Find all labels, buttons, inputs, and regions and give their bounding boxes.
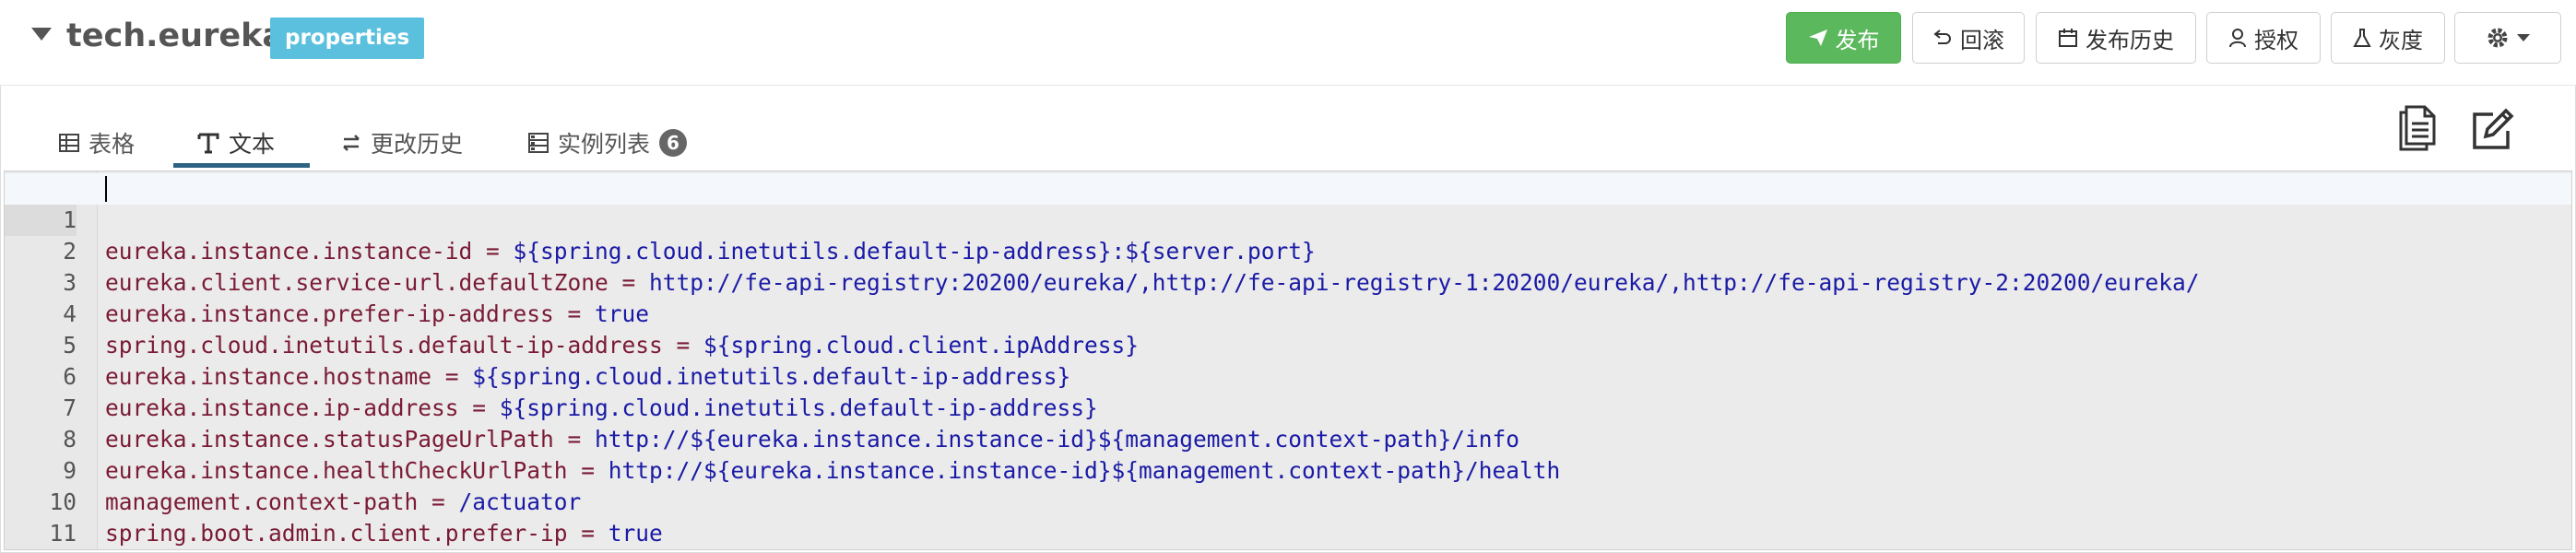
- list-icon: [528, 133, 549, 153]
- rollback-button[interactable]: 回滚: [1912, 12, 2025, 64]
- caret-down-icon: [2517, 34, 2530, 41]
- release-history-label: 发布历史: [2086, 27, 2174, 53]
- line-number: 7: [63, 394, 77, 421]
- property-key: eureka.instance.ip-address: [105, 394, 459, 421]
- line-number: 1: [5, 205, 77, 236]
- text-icon: [197, 133, 219, 154]
- property-key: eureka.instance.statusPageUrlPath: [105, 426, 554, 453]
- namespace-title: tech.eureka: [66, 18, 284, 54]
- line-number: 3: [63, 269, 77, 296]
- gray-release-button[interactable]: 灰度: [2331, 12, 2445, 64]
- authorize-label: 授权: [2254, 27, 2298, 53]
- property-key: eureka.instance.prefer-ip-address: [105, 300, 554, 327]
- collapse-caret-icon[interactable]: [31, 28, 52, 41]
- format-badge: properties: [270, 18, 425, 59]
- line-number: 10: [49, 488, 77, 515]
- line-number: 8: [63, 426, 77, 453]
- property-key: management.context-path: [105, 488, 419, 515]
- property-value: true: [595, 300, 650, 327]
- tab-table[interactable]: 表格: [59, 124, 135, 161]
- line-number: 5: [63, 332, 77, 359]
- gear-icon: [2487, 28, 2508, 48]
- send-icon: [1808, 29, 1827, 46]
- calendar-icon: [2059, 29, 2077, 47]
- publish-label: 发布: [1835, 27, 1880, 53]
- property-key: spring.cloud.inetutils.default-ip-addres…: [105, 332, 663, 359]
- property-value: /actuator: [458, 488, 582, 515]
- property-key: eureka.instance.healthCheckUrlPath: [105, 457, 568, 484]
- tab-text[interactable]: 文本: [197, 124, 275, 161]
- property-key: spring.boot.admin.client.prefer-ip: [105, 520, 568, 547]
- rollback-label: 回滚: [1960, 27, 2004, 53]
- instance-count-badge: 6: [659, 129, 688, 157]
- flask-icon: [2353, 29, 2371, 47]
- editor-line[interactable]: 11 management.security.enabled = false: [5, 487, 2571, 547]
- user-icon: [2229, 29, 2246, 48]
- editor-line[interactable]: 8 eureka.instance.healthCheckUrlPath = h…: [5, 393, 2571, 484]
- property-value: ${spring.cloud.inetutils.default-ip-addr…: [472, 363, 1071, 390]
- editor-line[interactable]: 6 eureka.instance.ip-address = ${spring.…: [5, 330, 2571, 421]
- editor-line[interactable]: 4 spring.cloud.inetutils.default-ip-addr…: [5, 267, 2571, 359]
- copy-icon[interactable]: [2395, 105, 2440, 153]
- namespace-header: tech.eureka properties 发布 回滚 发布历史 授权: [0, 0, 2576, 86]
- line-number: 2: [63, 238, 77, 265]
- rollback-icon: [1933, 29, 1951, 44]
- editor-line[interactable]: 3 eureka.instance.prefer-ip-address = tr…: [5, 236, 2571, 327]
- release-history-button[interactable]: 发布历史: [2036, 12, 2196, 64]
- property-value: true: [608, 520, 663, 547]
- active-tab-indicator: [173, 163, 310, 168]
- tab-change-history[interactable]: 更改历史: [341, 124, 463, 161]
- tab-text-label: 文本: [229, 131, 276, 158]
- table-icon: [59, 134, 79, 152]
- publish-button[interactable]: 发布: [1786, 12, 1901, 64]
- line-number: 4: [63, 300, 77, 327]
- swap-icon: [343, 135, 360, 151]
- gray-release-label: 灰度: [2379, 27, 2423, 53]
- editor-line[interactable]: 12: [5, 518, 2571, 549]
- property-key: eureka.instance.instance-id: [105, 238, 473, 265]
- property-key: eureka.client.service-url.defaultZone: [105, 269, 609, 296]
- text-editor[interactable]: 1 eureka.instance.instance-id = ${spring…: [4, 171, 2572, 550]
- editor-line[interactable]: 2 eureka.client.service-url.defaultZone …: [5, 205, 2571, 296]
- authorize-button[interactable]: 授权: [2206, 12, 2321, 64]
- property-value: http://fe-api-registry:20200/eureka/,htt…: [649, 269, 2200, 296]
- editor-line[interactable]: 1 eureka.instance.instance-id = ${spring…: [5, 173, 2571, 265]
- property-value: ${spring.cloud.client.ipAddress}: [703, 332, 1140, 359]
- settings-dropdown-button[interactable]: [2454, 12, 2561, 64]
- editor-line[interactable]: 5 eureka.instance.hostname = ${spring.cl…: [5, 299, 2571, 390]
- editor-line[interactable]: 10 spring.boot.admin.client.prefer-ip = …: [5, 455, 2571, 547]
- editor-line[interactable]: 7 eureka.instance.statusPageUrlPath = ht…: [5, 361, 2571, 453]
- property-value: http://${eureka.instance.instance-id}${m…: [608, 457, 1561, 484]
- property-value: ${spring.cloud.inetutils.default-ip-addr…: [513, 238, 1316, 265]
- property-value: ${spring.cloud.inetutils.default-ip-addr…: [499, 394, 1098, 421]
- line-number: 6: [63, 363, 77, 390]
- line-number: 12: [5, 549, 77, 550]
- property-value: http://${eureka.instance.instance-id}${m…: [595, 426, 1520, 453]
- line-number: 11: [49, 520, 77, 547]
- editor-line[interactable]: 9 management.context-path = /actuator: [5, 424, 2571, 515]
- tab-instances[interactable]: 实例列表 6: [528, 124, 688, 161]
- tab-table-label: 表格: [89, 131, 136, 158]
- property-key: eureka.instance.hostname: [105, 363, 432, 390]
- text-cursor: [105, 176, 107, 202]
- tab-change-history-label: 更改历史: [371, 131, 464, 158]
- edit-icon[interactable]: [2471, 105, 2515, 153]
- tab-instances-label: 实例列表: [558, 131, 651, 158]
- line-number: 9: [63, 457, 77, 484]
